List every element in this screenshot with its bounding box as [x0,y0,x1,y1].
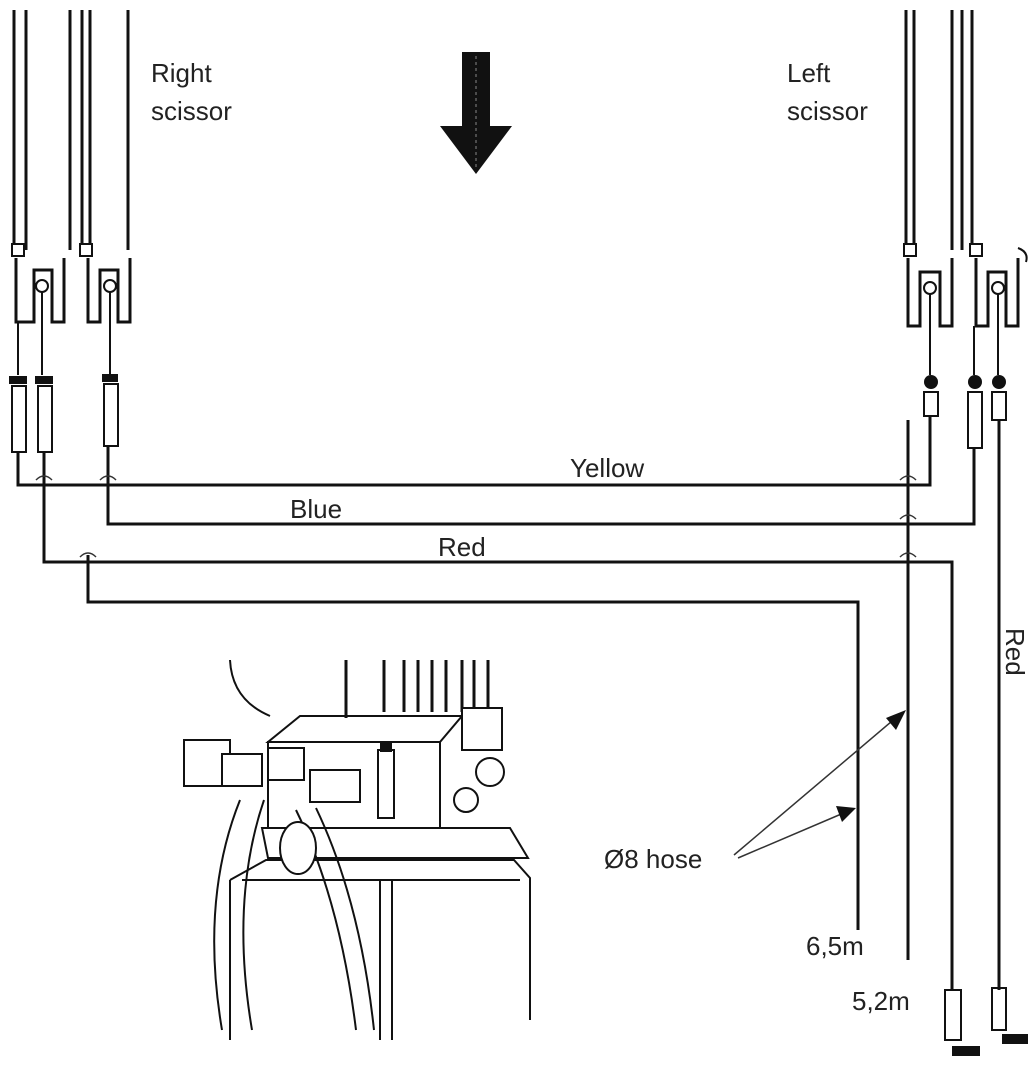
length-5-2m-label: 5,2m [852,986,910,1016]
blue-hose-label: Blue [290,494,342,524]
hose-end-fitting-red-vertical [991,987,1028,1044]
right-scissor-label-line1: Right [151,58,212,88]
hose-6-5m [86,555,860,930]
red-vertical-hose-label: Red [1000,628,1029,676]
red-hose-label: Red [438,532,486,562]
hose-yellow [16,416,932,487]
yellow-hose-label: Yellow [570,453,644,483]
hose-diameter-label: Ø8 hose [604,844,702,874]
right-scissor-assembly [11,10,132,375]
hose-red [42,452,954,990]
hose-crossing-marks [35,475,917,558]
hose-blue [106,446,976,526]
left-scissor-label-line2: scissor [787,96,868,126]
hydraulic-unit-illustration [183,659,531,1040]
right-scissor-label-line2: scissor [151,96,232,126]
left-scissor-label-line1: Left [787,58,831,88]
length-6-5m-label: 6,5m [806,931,864,961]
left-scissor-assembly [903,10,1028,375]
right-scissor-fittings [9,374,119,453]
hose-pointer-arrows [733,710,906,859]
down-arrow-icon [440,52,512,174]
left-scissor-fittings [923,375,1007,449]
hose-end-fitting-red [944,989,980,1056]
